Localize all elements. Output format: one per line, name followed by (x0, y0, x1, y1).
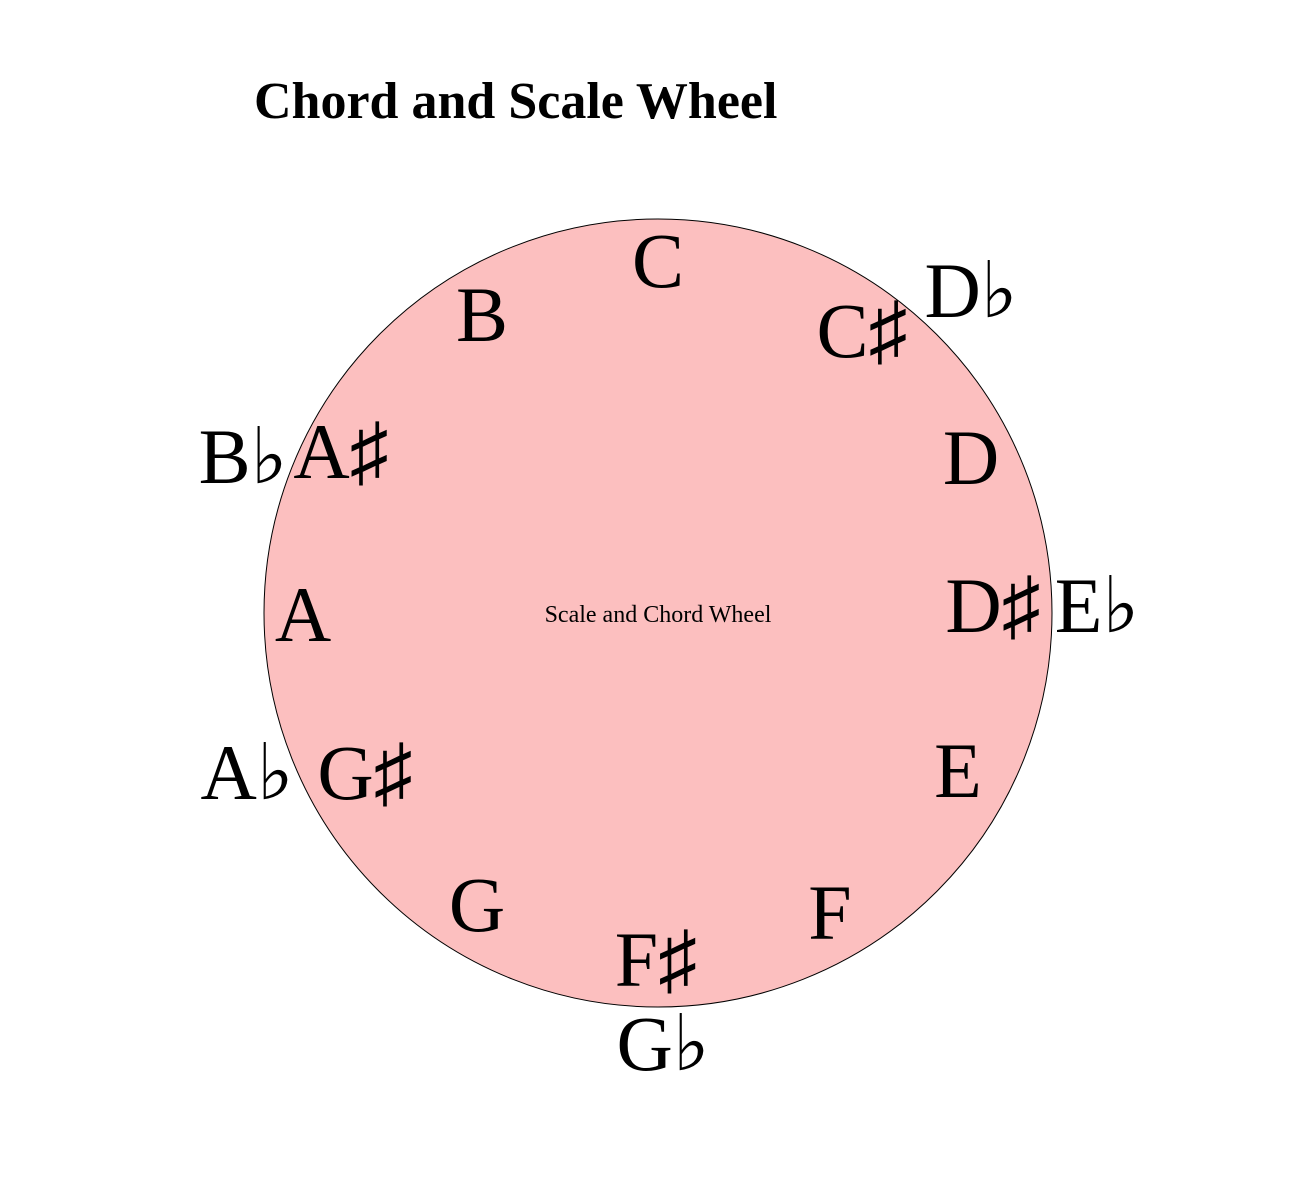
wheel-disc (263, 218, 1053, 1008)
note-e: E (934, 727, 982, 814)
note-c: C (632, 217, 684, 304)
note-f-sharp: F♯ (615, 916, 697, 1003)
note-c-sharp: C♯ (816, 287, 907, 374)
note-d: D (943, 414, 999, 501)
note-b-flat: B♭ (199, 413, 288, 500)
note-e-flat: E♭ (1055, 562, 1139, 649)
note-f: F (808, 869, 851, 956)
note-g-sharp: G♯ (317, 729, 412, 816)
note-a-sharp: A♯ (293, 408, 388, 495)
note-b: B (456, 271, 508, 358)
note-g-flat: G♭ (616, 1000, 709, 1087)
note-d-flat: D♭ (924, 247, 1017, 334)
note-g: G (449, 861, 505, 948)
note-a: A (275, 571, 331, 658)
page-title: Chord and Scale Wheel (254, 73, 778, 130)
note-a-flat: A♭ (200, 729, 293, 816)
note-d-sharp: D♯ (945, 562, 1040, 649)
wheel-center-label: Scale and Chord Wheel (545, 602, 772, 628)
